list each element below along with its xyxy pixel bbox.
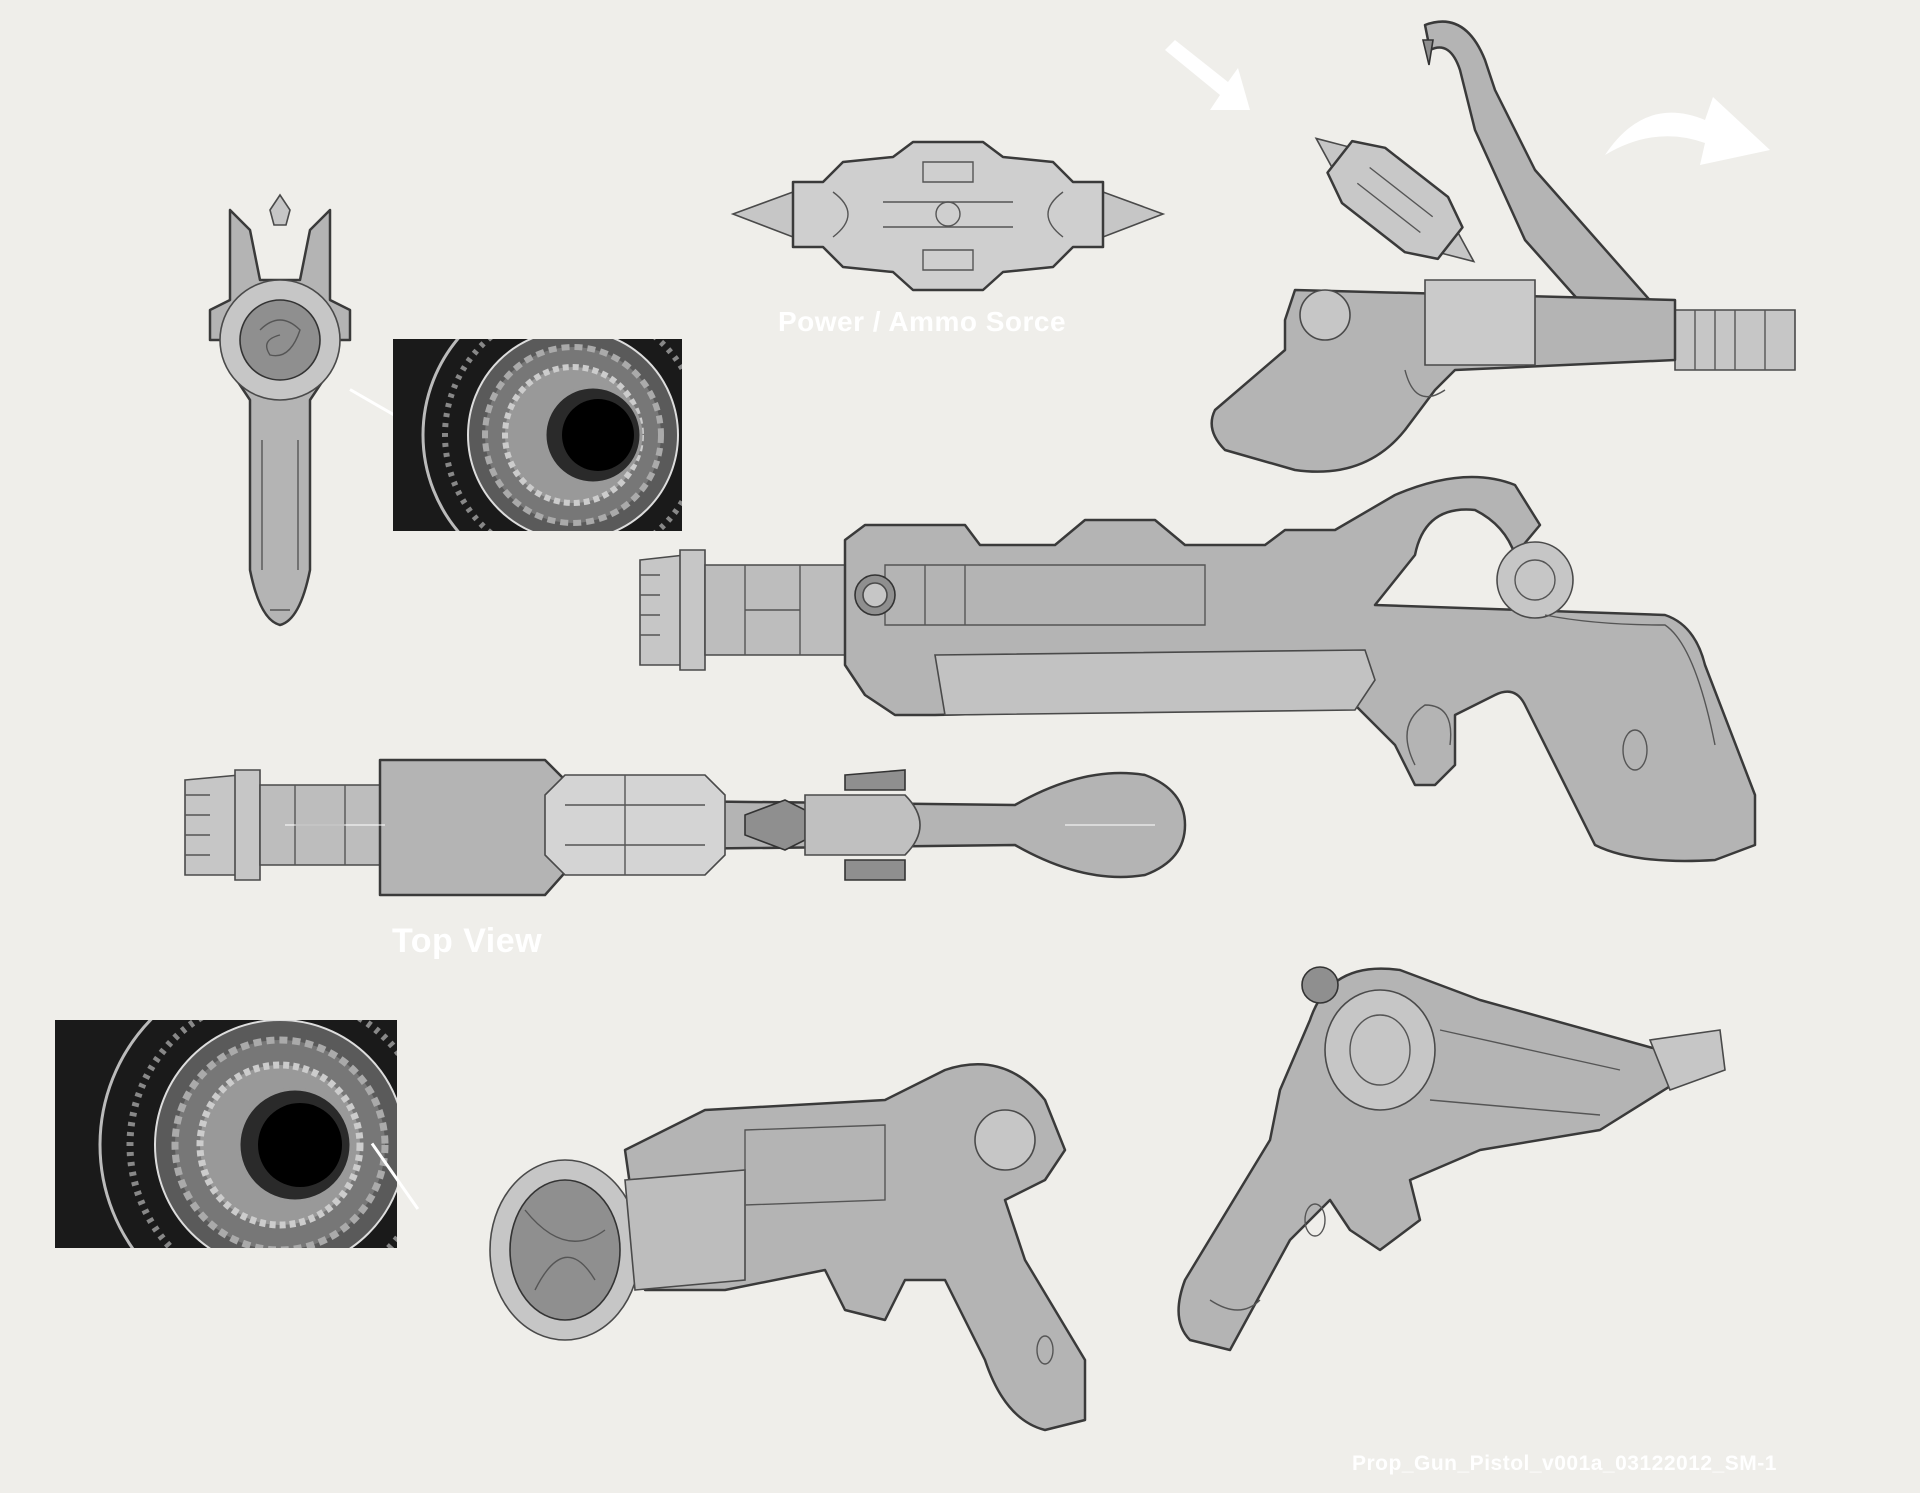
power-source-label: Power / Ammo Sorce [778,306,1067,337]
cartridge-tilted-drawing [1314,137,1476,263]
power-source-drawing [730,140,1166,292]
front-view-drawing [208,193,352,627]
side-view-drawing [639,475,1757,863]
filename-label: Prop_Gun_Pistol_v001a_03122012_SM-1 [1352,1452,1777,1475]
arrow-down-right-icon [1165,40,1250,110]
top-view-label: Top View [392,922,543,960]
arrow-curved-right-icon [1605,97,1770,165]
reference-photo-1 [393,339,682,531]
perspective-view-2-drawing [1177,966,1726,1352]
reference-photo-2 [55,1020,397,1248]
perspective-view-1-drawing [489,1063,1087,1432]
top-view-drawing [184,758,1187,897]
reload-view-drawing [1210,20,1796,473]
